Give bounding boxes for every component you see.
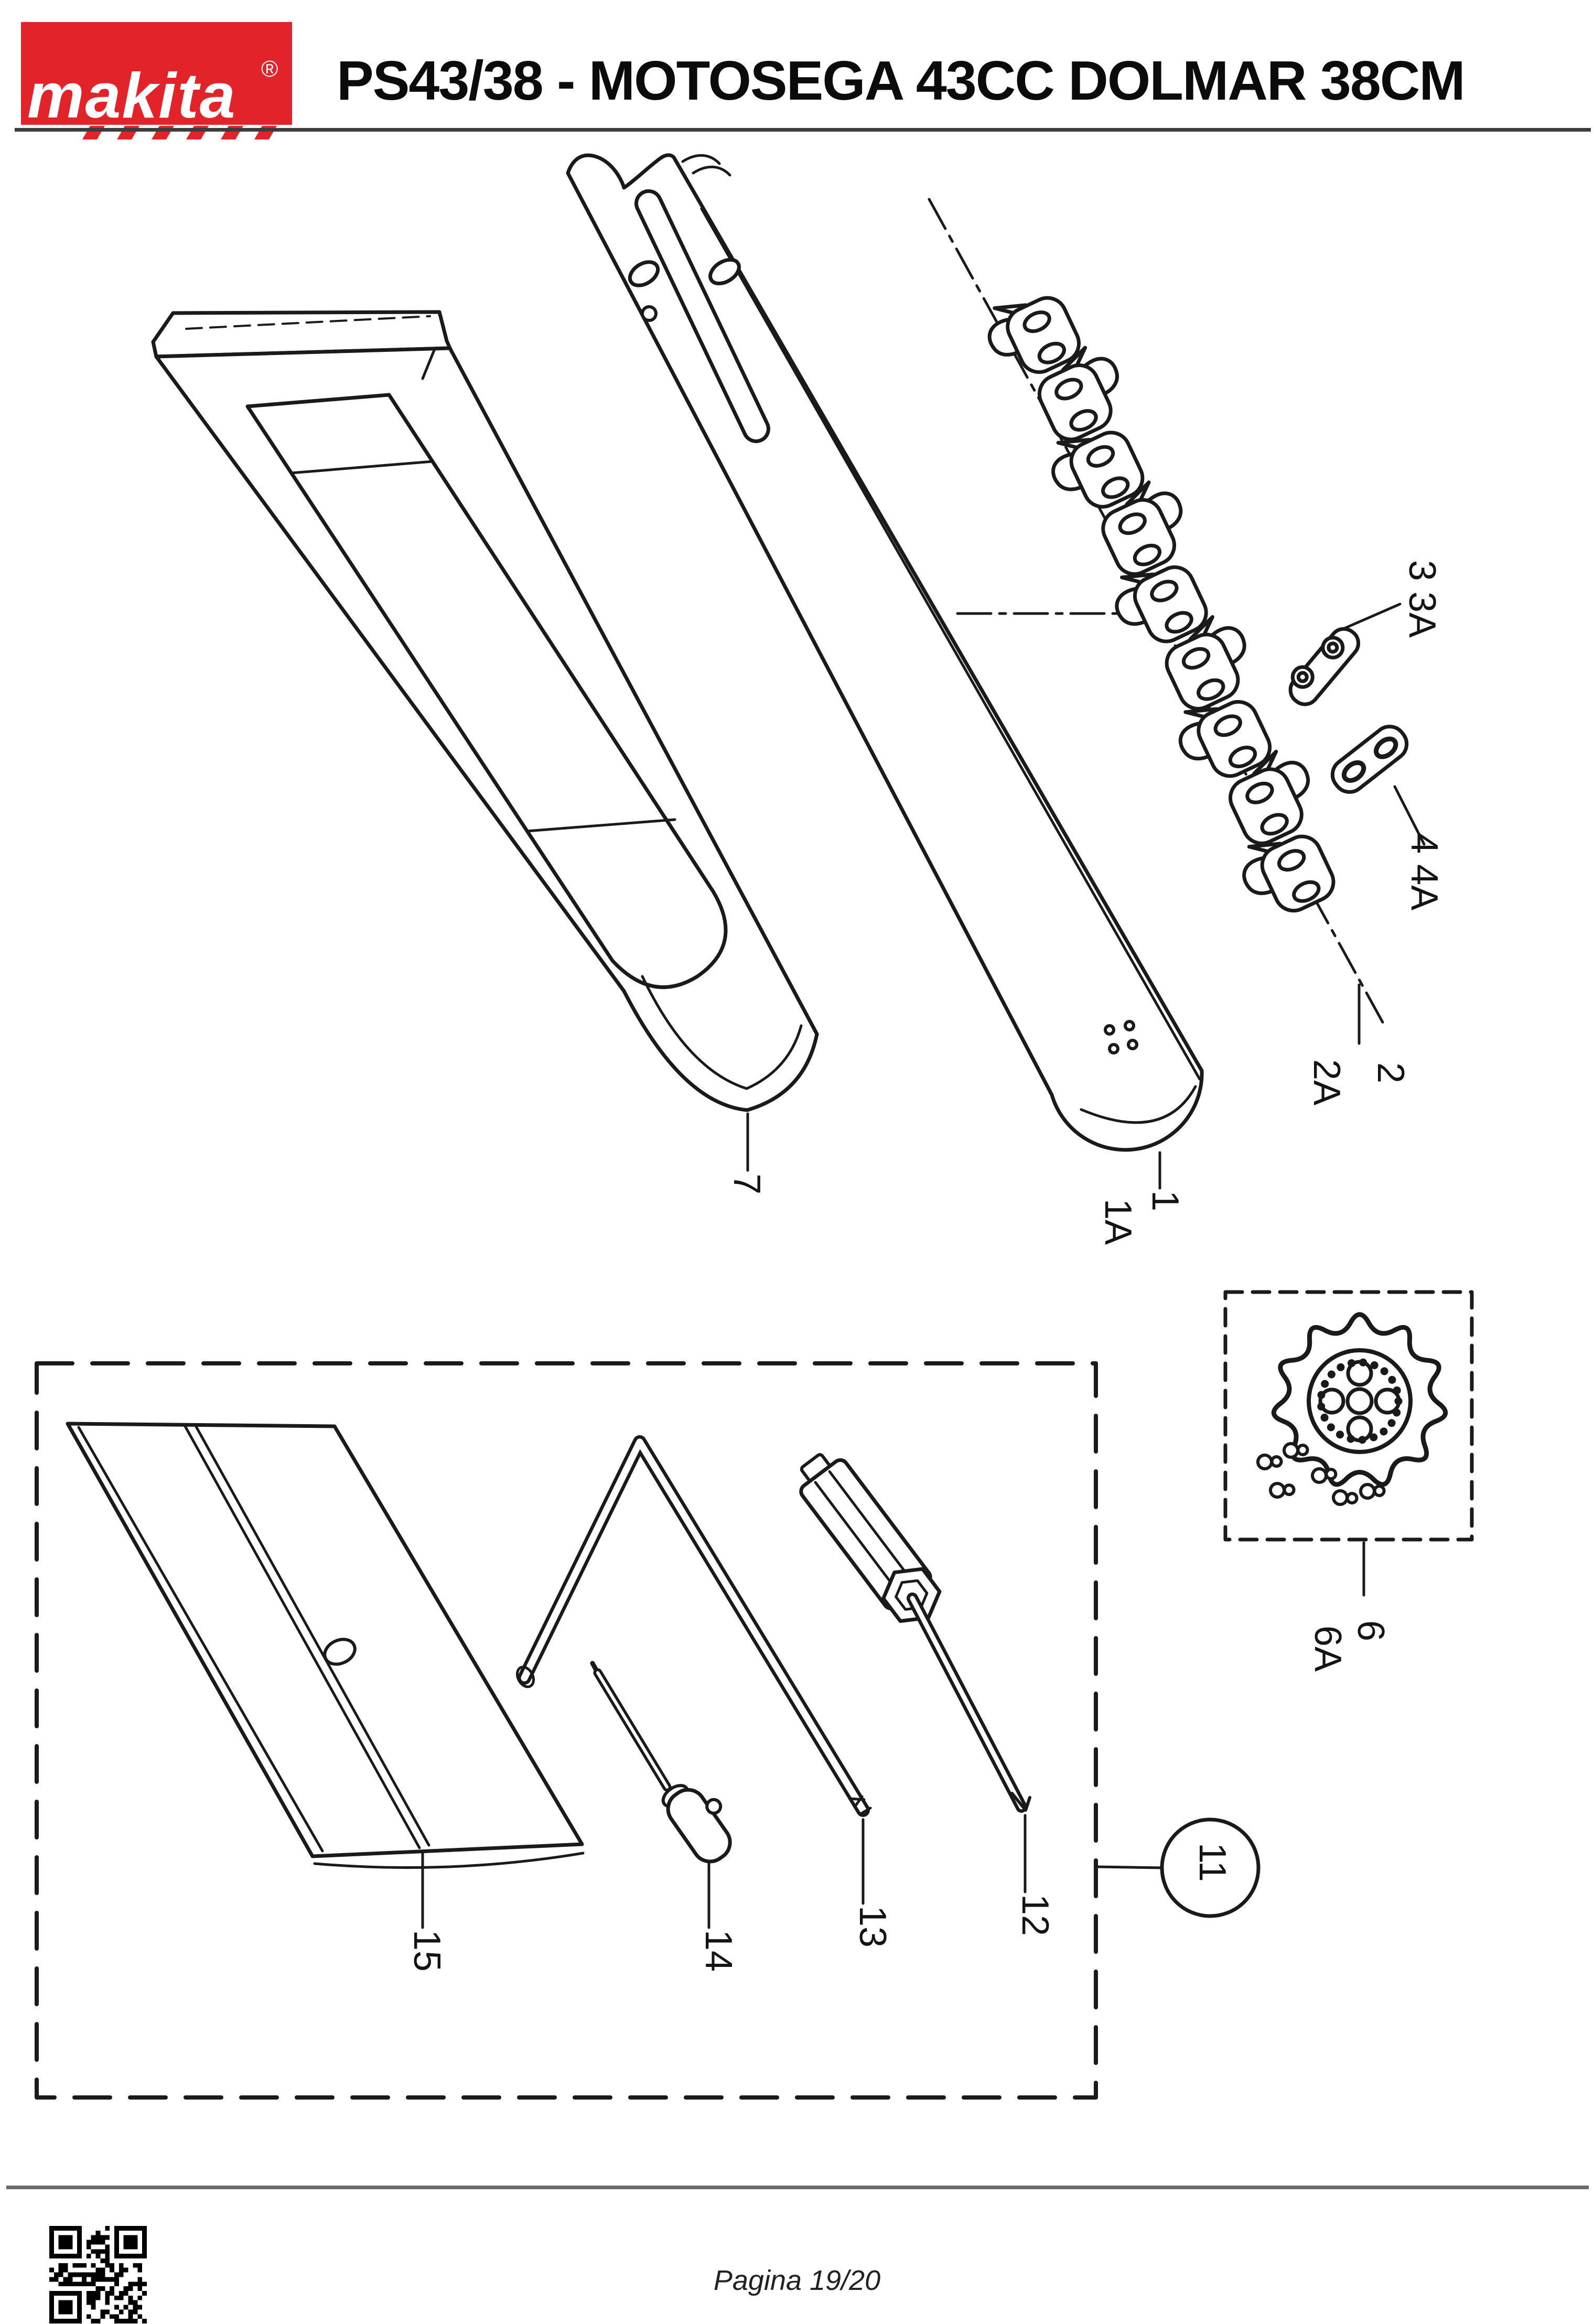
part-label-14: 14 bbox=[697, 1930, 739, 1972]
part-label-6: 6 bbox=[1350, 1620, 1392, 1642]
leader-lines bbox=[421, 602, 1426, 1929]
page-title: PS43/38 - MOTOSEGA 43CC DOLMAR 38CM bbox=[337, 50, 1466, 112]
makita-logo: makita ® bbox=[21, 22, 292, 139]
part-label-2: 2 bbox=[1370, 1062, 1412, 1084]
part-label-15: 15 bbox=[406, 1930, 448, 1972]
part-label-1a: 1A bbox=[1097, 1199, 1139, 1245]
part-label-7: 7 bbox=[726, 1174, 768, 1195]
part-label-6a: 6A bbox=[1307, 1626, 1349, 1672]
header-divider bbox=[15, 128, 1591, 132]
hex-key-drawing bbox=[515, 1435, 872, 1817]
footer-divider bbox=[6, 2186, 1589, 2189]
part-label-12: 12 bbox=[1014, 1894, 1056, 1936]
sprocket-box bbox=[1223, 1290, 1474, 1542]
part-label-11: 11 bbox=[1191, 1843, 1233, 1882]
logo-registered-icon: ® bbox=[261, 56, 278, 82]
guide-bar-drawing bbox=[566, 153, 1204, 1152]
sprocket-rivets-drawing bbox=[1256, 1442, 1386, 1506]
part-label-4-4a: 4 4A bbox=[1403, 833, 1445, 911]
bar-cover-drawing bbox=[151, 310, 819, 1112]
scabbard-drawing bbox=[66, 1422, 585, 1869]
joint-link-drawing bbox=[1288, 627, 1361, 706]
part-label-13: 13 bbox=[852, 1906, 893, 1948]
logo-wordmark: makita bbox=[27, 60, 236, 131]
page-number: Pagina 19/20 bbox=[713, 2265, 881, 2296]
part-label-3-3a: 3 3A bbox=[1401, 560, 1443, 638]
logo-background bbox=[21, 22, 292, 125]
screwdriver-drawing bbox=[590, 1661, 732, 1864]
page-footer: Pagina 19/20 bbox=[0, 2264, 1594, 2297]
qr-code bbox=[49, 2226, 147, 2323]
part-label-2a: 2A bbox=[1306, 1059, 1348, 1106]
part-label-1: 1 bbox=[1144, 1190, 1186, 1212]
sprocket-drawing bbox=[1271, 1312, 1448, 1487]
tie-strap-drawing bbox=[1330, 725, 1409, 794]
socket-wrench-drawing bbox=[799, 1453, 1031, 1813]
